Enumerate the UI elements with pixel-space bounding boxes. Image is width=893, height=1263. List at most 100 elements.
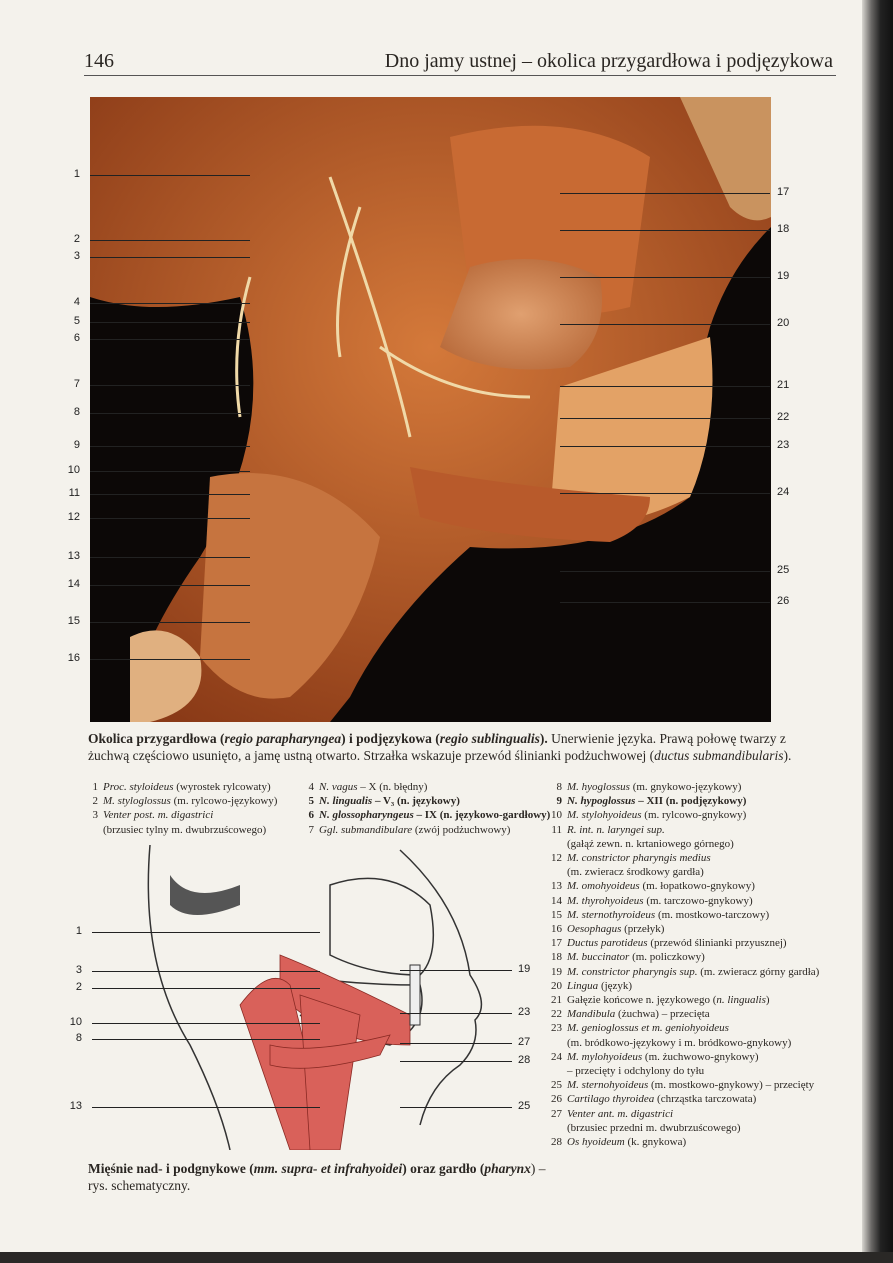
legend-latin: Lingua bbox=[567, 979, 599, 992]
legend-item-continuation: (m. bródkowo-językowy i m. bródkowo-gnyk… bbox=[567, 1036, 792, 1049]
legend-item-continuation: (gałąź zewn. n. krtaniowego górnego) bbox=[567, 837, 734, 850]
legend-number: 17 bbox=[551, 937, 562, 950]
legend-number: 28 bbox=[551, 1136, 562, 1149]
legend-number: 6 bbox=[308, 809, 315, 822]
label-number: 19 bbox=[777, 270, 790, 282]
leader-line bbox=[90, 240, 250, 241]
leader-line bbox=[90, 385, 250, 386]
leader-line bbox=[90, 557, 250, 558]
legend-latin: M. omohyoideus bbox=[567, 880, 640, 893]
leader-line bbox=[92, 988, 320, 989]
legend-polish: – V₃ (n. językowy) bbox=[372, 795, 460, 808]
legend-polish: (m. rylcowo-gnykowy) bbox=[641, 809, 747, 822]
legend-latin: M. sternothyroideus bbox=[567, 908, 656, 921]
leader-line bbox=[560, 230, 770, 231]
leader-line bbox=[90, 471, 250, 472]
legend-number: 2 bbox=[92, 795, 99, 808]
label-number: 28 bbox=[518, 1054, 531, 1066]
leader-line bbox=[90, 659, 250, 660]
legend-number: 15 bbox=[551, 908, 562, 921]
caption-latin-2: regio sublingualis bbox=[439, 731, 540, 746]
label-number: 3 bbox=[73, 250, 80, 262]
legend-latin: M. stylohyoideus bbox=[567, 809, 642, 822]
leader-line bbox=[400, 1061, 512, 1062]
legend-number: 23 bbox=[551, 1022, 562, 1035]
legend-item: 17 Ductus parotideus (przewód ślinianki p… bbox=[548, 936, 819, 950]
label-number: 22 bbox=[777, 411, 790, 423]
label-number: 1 bbox=[73, 168, 80, 180]
leader-line bbox=[560, 277, 770, 278]
leader-line bbox=[90, 322, 250, 323]
label-number: 2 bbox=[73, 233, 80, 245]
legend-latin: M. styloglossus bbox=[103, 795, 171, 808]
legend-number: 27 bbox=[551, 1107, 562, 1120]
legend-number: 21 bbox=[551, 994, 562, 1007]
legend-latin: N. lingualis bbox=[319, 795, 373, 808]
leader-line bbox=[90, 518, 250, 519]
legend-number: 18 bbox=[551, 951, 562, 964]
label-number: 11 bbox=[68, 487, 80, 499]
leader-line bbox=[92, 971, 320, 972]
leader-line bbox=[560, 446, 770, 447]
label-number: 10 bbox=[69, 1016, 82, 1028]
legend-number: 19 bbox=[551, 965, 562, 978]
leader-line bbox=[400, 1043, 512, 1044]
leader-line bbox=[92, 1107, 320, 1108]
legend-polish: – IX (n. językowo-gardłowy) bbox=[413, 809, 551, 822]
legend-latin: M. thyrohyoideus bbox=[567, 894, 644, 907]
label-number: 23 bbox=[518, 1006, 531, 1018]
legend-latin: Os hyoideum bbox=[567, 1136, 625, 1149]
label-number: 9 bbox=[73, 439, 80, 451]
leader-line bbox=[90, 446, 250, 447]
legend-polish: – XII (n. podjęzykowy) bbox=[635, 795, 747, 808]
leader-line bbox=[90, 494, 250, 495]
legend-item: 15 M. sternothyroideus (m. mostkowo-tarcz… bbox=[548, 908, 819, 922]
label-number: 15 bbox=[67, 615, 80, 627]
legend-latin: N. vagus bbox=[319, 781, 358, 793]
legend-item-continuation: (brzusiec przedni m. dwubrzuścowego) bbox=[567, 1121, 741, 1134]
caption-bold-3: ). bbox=[539, 731, 548, 746]
label-number: 17 bbox=[777, 186, 790, 198]
diagram-caption: Mięśnie nad- i podgnykowe (mm. supra- et… bbox=[88, 1160, 548, 1194]
label-number: 1 bbox=[75, 925, 82, 937]
label-number: 26 bbox=[777, 595, 790, 607]
leader-line bbox=[90, 339, 250, 340]
label-number: 24 bbox=[777, 486, 790, 498]
legend-number: 9 bbox=[556, 795, 563, 808]
label-number: 7 bbox=[73, 378, 80, 390]
legend-polish: (m. mostkowo-tarczowy) bbox=[655, 908, 770, 921]
leader-line bbox=[400, 1013, 512, 1014]
caption-latin-3: ductus submandibularis bbox=[654, 748, 784, 763]
label-number: 6 bbox=[73, 332, 80, 344]
leader-line bbox=[560, 324, 770, 325]
legend-latin: Ductus parotideus bbox=[567, 937, 648, 950]
legend-latin: R. int. n. laryngei sup. bbox=[567, 823, 665, 836]
caption-bold-2: ) i podjęzykowa ( bbox=[341, 731, 440, 746]
legend-latin: M. buccinator bbox=[567, 951, 630, 964]
legend-latin: Venter post. m. digastrici bbox=[103, 809, 214, 822]
caption2-latin-2: pharynx bbox=[484, 1161, 531, 1176]
leader-line bbox=[90, 175, 250, 176]
legend-latin: M. mylohyoideus bbox=[567, 1050, 643, 1063]
legend-polish: (przewód ślinianki przyusznej) bbox=[647, 937, 787, 950]
label-number: 25 bbox=[518, 1100, 531, 1112]
label-number: 21 bbox=[777, 379, 790, 391]
legend-item-continuation: (brzusiec tylny m. dwubrzuścowego) bbox=[103, 823, 267, 836]
label-number: 8 bbox=[73, 406, 80, 418]
label-number: 14 bbox=[67, 578, 80, 590]
caption2-text: ) – rys. schematyczny. bbox=[88, 1161, 546, 1193]
